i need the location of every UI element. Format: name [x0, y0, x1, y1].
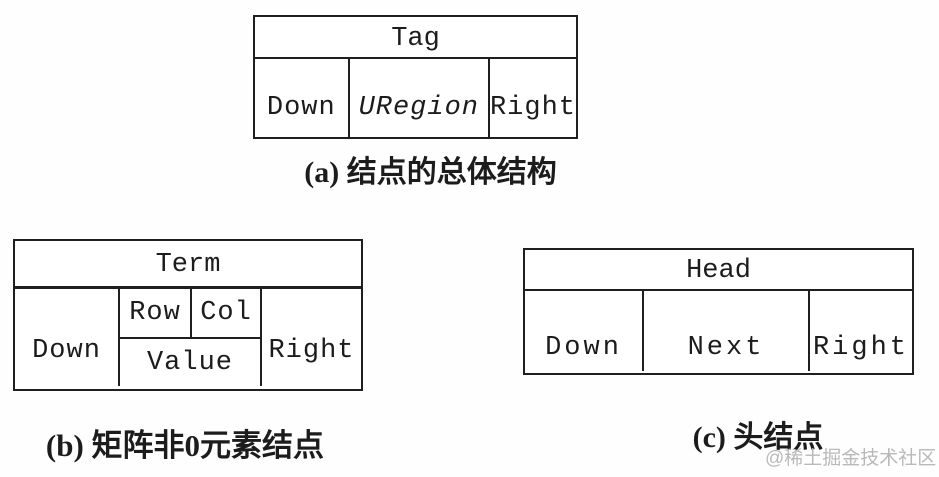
cell-uregion: URegion: [347, 59, 488, 137]
caption-head-node: (c) 头结点: [692, 421, 824, 454]
header-cell-head: Head: [525, 250, 912, 291]
cell-right: Right: [808, 291, 912, 371]
cell-down: Down: [266, 93, 336, 123]
cell-next: Next: [642, 291, 808, 371]
cell-right: Right: [260, 289, 361, 386]
caption-node-overall: (a) 结点的总体结构: [304, 156, 557, 189]
row-col-subrow: Row Col: [120, 289, 260, 339]
cell-right: Right: [487, 59, 576, 137]
table-head-node: Head Down Next Right: [523, 248, 914, 375]
table-body-row: Down Row Col Value Right: [15, 289, 361, 386]
header-cell-tag: Tag: [255, 17, 576, 59]
header-cell-term: Term: [15, 241, 361, 289]
cell-down: Down: [32, 335, 101, 366]
cell-col: Col: [190, 289, 260, 337]
cell-group-row-col-value: Row Col Value: [118, 289, 260, 386]
table-body-row: Down URegion Right: [255, 59, 576, 137]
table-body-row: Down Next Right: [525, 291, 912, 371]
watermark-text: @稀土掘金技术社区: [765, 448, 937, 469]
cell-value: Value: [146, 347, 233, 378]
caption-term-node: (b) 矩阵非0元素结点: [45, 428, 325, 463]
table-term-node: Term Down Row Col Value Right: [13, 239, 363, 391]
cell-row: Row: [129, 298, 181, 328]
table-node-overall: Tag Down URegion Right: [253, 15, 578, 139]
cell-down: Down: [545, 333, 622, 363]
